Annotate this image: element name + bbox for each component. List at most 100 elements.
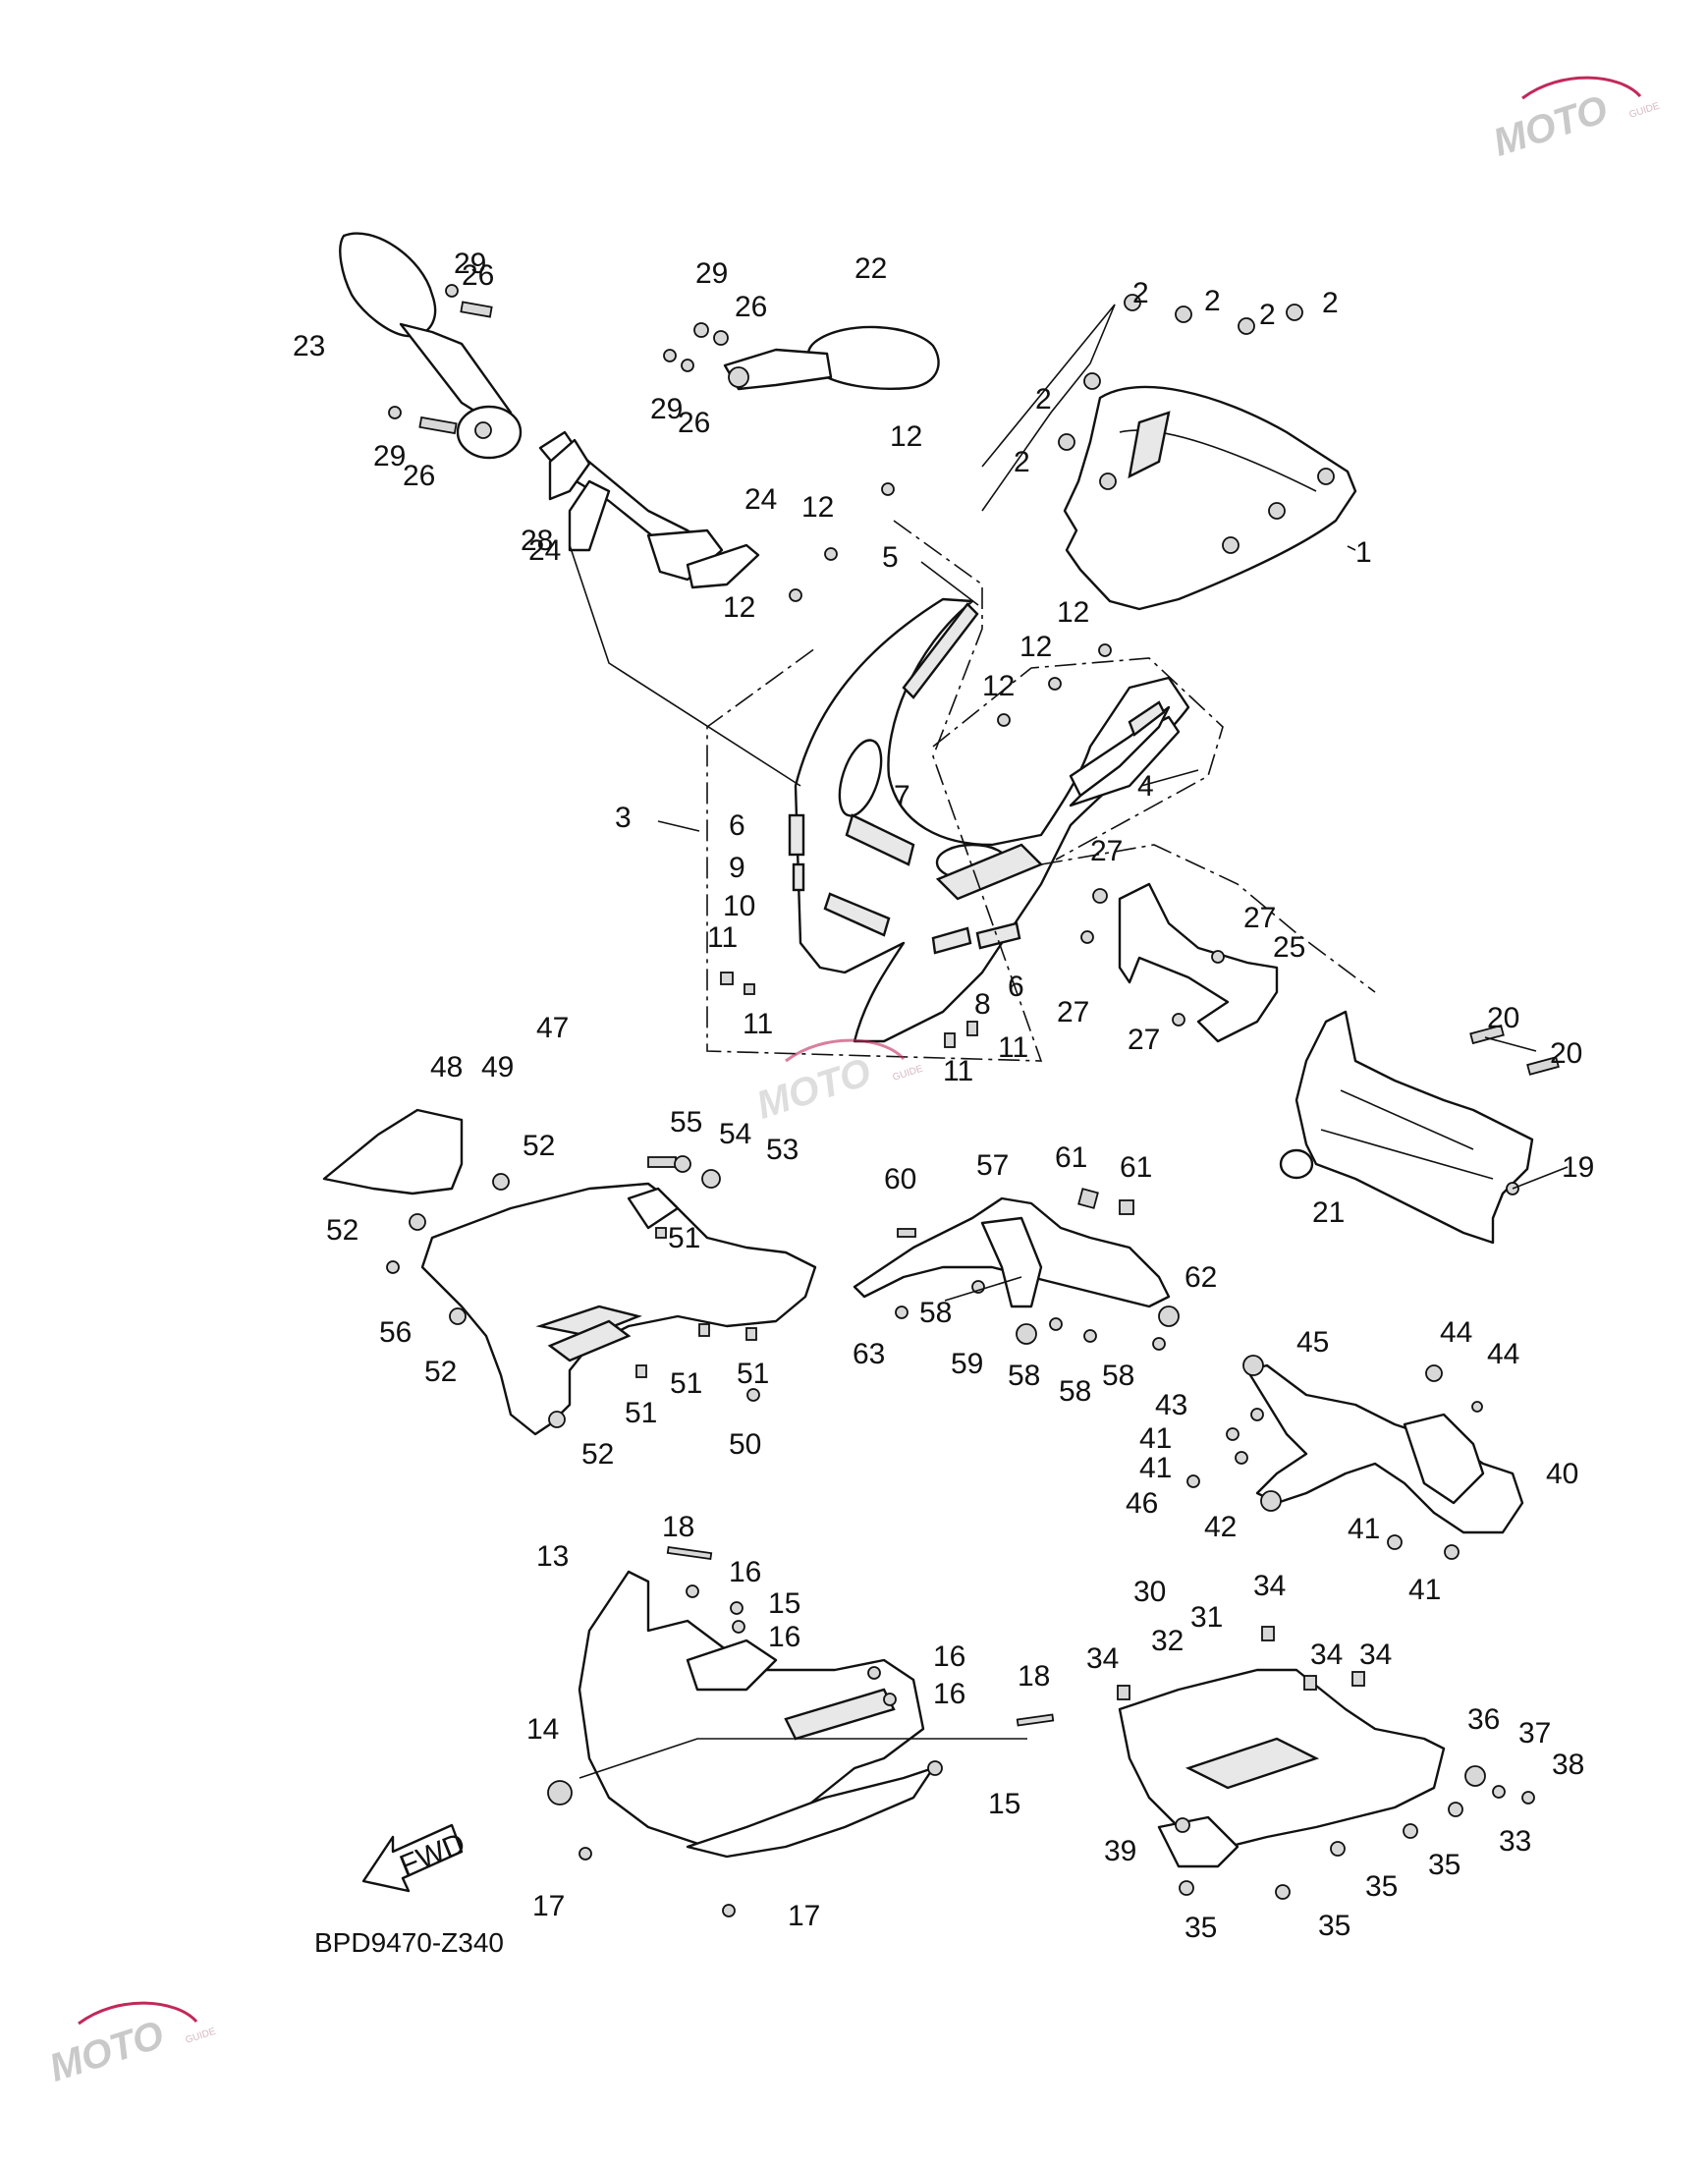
callout-label: 8 [974,988,991,1021]
callout-label: 44 [1487,1338,1519,1370]
callout-label: 52 [326,1214,358,1247]
mirror-right [723,325,940,391]
callout-label: 2 [1204,285,1221,317]
callout-label: 34 [1086,1642,1119,1675]
callout-label: 12 [723,591,755,624]
callout-label: 46 [1126,1487,1158,1520]
callout-label: 62 [1185,1261,1217,1294]
callout-label: 6 [729,809,745,842]
callout-label: 27 [1057,996,1089,1028]
callout-label: 35 [1318,1910,1350,1942]
callout-label: 17 [532,1890,565,1922]
callout-label: 24 [528,534,561,567]
callout-label: 27 [1090,835,1123,867]
lower-bracket [1186,1355,1524,1560]
callout-label: 29 [454,248,486,280]
callout-label: 35 [1365,1870,1398,1903]
callout-label: 56 [379,1316,412,1349]
callout-label: 18 [1018,1660,1050,1693]
callout-label: 27 [1128,1024,1160,1056]
callout-label: 2 [1259,299,1276,331]
callout-label: 12 [1057,596,1089,629]
callout-label: 12 [1019,631,1052,663]
callout-label: 26 [678,407,710,439]
callout-label: 18 [662,1511,694,1543]
callout-label: 25 [1273,931,1305,964]
callout-label: 58 [1059,1375,1091,1408]
inner-panel-right [853,1188,1180,1351]
callout-label: 20 [1487,1002,1519,1034]
windshield-screws [1058,294,1303,451]
left-mirror-bolts [388,284,493,435]
right-mirror-bolts [663,322,729,372]
callout-label: 40 [1546,1458,1578,1490]
watermark-sub: GUIDE [185,2027,218,2046]
callout-label: 49 [481,1051,514,1084]
callout-label: 30 [1133,1576,1166,1608]
callout-label: 26 [462,259,494,292]
callout-label: 38 [1552,1749,1584,1781]
callout-label: 43 [1155,1389,1187,1421]
callout-label: 17 [788,1900,820,1932]
callout-label: 60 [884,1163,916,1195]
callout-label: 7 [894,780,910,812]
callout-label: 63 [853,1338,885,1370]
undercowl [1117,1626,1535,1900]
callout-label: 52 [523,1130,555,1162]
inner-panel-left [322,1108,817,1436]
callout-label: 6 [1008,971,1024,1003]
callout-label: 41 [1139,1422,1172,1455]
callout-label: 11 [998,1031,1028,1064]
callout-label: 2 [1035,383,1052,416]
cowling-stay-bracket [1080,882,1279,1043]
side-cowl-right [1069,700,1171,798]
callout-label: 57 [976,1149,1009,1182]
callout-label: 16 [729,1556,761,1588]
callout-label: 27 [1243,902,1276,934]
callout-label: 58 [919,1297,952,1329]
callout-label: 61 [1120,1151,1152,1184]
callout-label: 20 [1550,1037,1582,1070]
callout-label: 34 [1253,1570,1286,1602]
callout-label: 2 [1014,446,1030,478]
callout-label: 11 [707,921,738,954]
callout-leaders [657,545,1569,1302]
frame-stay [1279,1010,1560,1245]
callout-label: 52 [581,1438,614,1471]
callout-label: 12 [890,420,922,453]
callout-label: 35 [1428,1849,1460,1881]
callout-label: 55 [670,1106,702,1139]
callout-label: 36 [1467,1703,1500,1736]
callout-label: 58 [1102,1360,1134,1392]
callout-label: 26 [403,460,435,492]
side-cowl-outline [932,657,1224,861]
callout-label: 2 [1132,277,1149,309]
callout-label: 13 [536,1540,569,1573]
mirror-stay [538,430,760,589]
windshield-leader [981,304,1116,512]
windshield [1063,385,1357,611]
callout-label: 22 [854,252,887,285]
callout-label: 54 [719,1118,751,1150]
callout-label: 61 [1055,1141,1087,1174]
callout-label: 1 [1355,536,1372,569]
callout-label: 32 [1151,1625,1184,1657]
lower-cowl [547,1545,1055,1917]
callout-label: 41 [1348,1513,1380,1545]
callout-label: 24 [744,483,777,516]
fwd-arrow-icon: FWD [361,1823,469,1893]
callout-label: 21 [1312,1196,1345,1229]
lower-cowl-leader [579,1738,1027,1779]
callout-label: 4 [1137,770,1154,803]
callout-label: 11 [743,1008,773,1040]
watermark-logo-bottom: MOTO GUIDE [44,2001,218,2090]
callout-label: 12 [982,670,1015,702]
watermark-brand: MOTO [1488,87,1613,165]
callout-label: 58 [1008,1360,1040,1392]
callout-label: 41 [1139,1452,1172,1484]
callout-label: 59 [951,1348,983,1380]
callout-label: 51 [737,1358,769,1390]
cowling-clips [720,482,1112,1048]
callout-label: 42 [1204,1511,1237,1543]
callout-label: 50 [729,1428,761,1461]
